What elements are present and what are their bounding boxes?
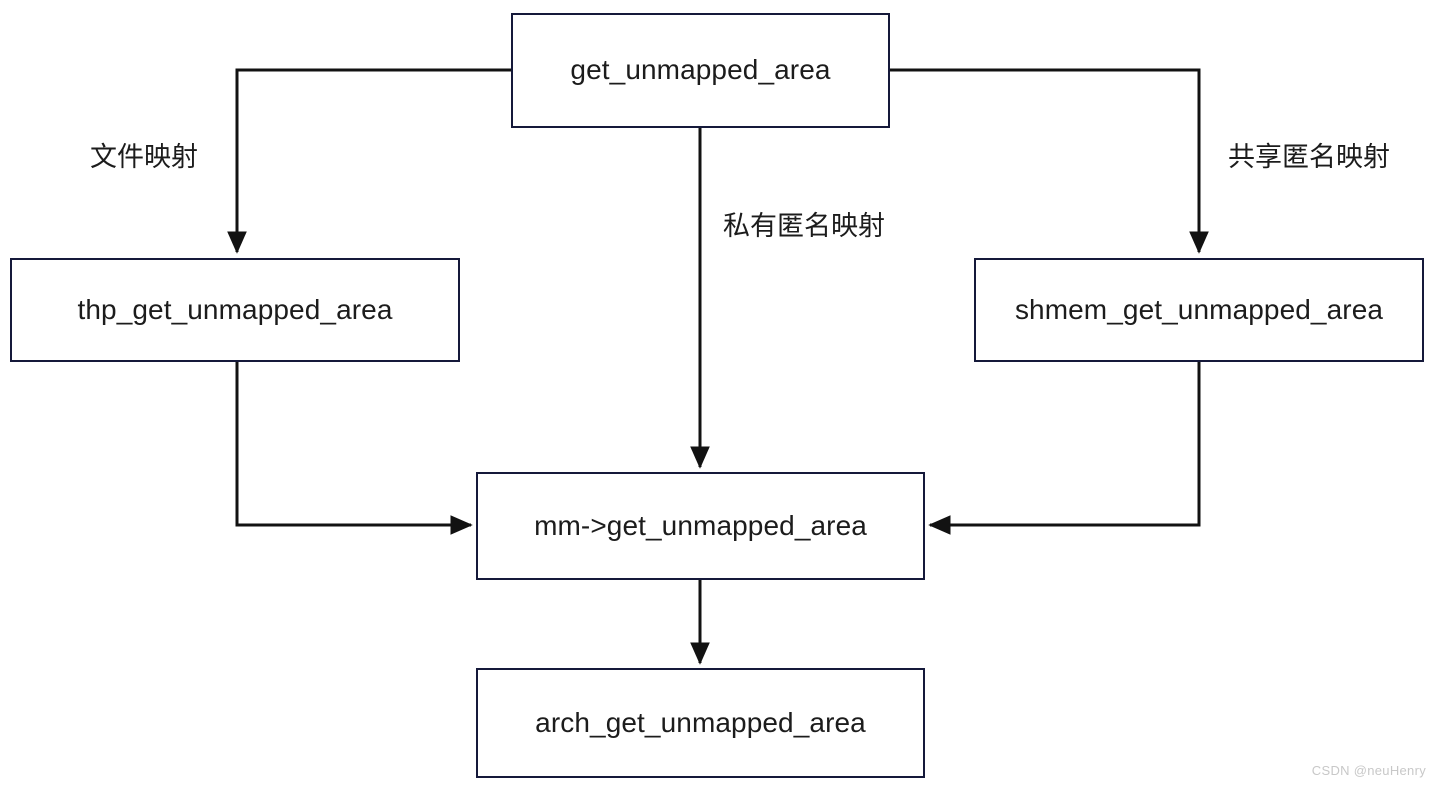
node-shmem-get-unmapped-area[interactable]: shmem_get_unmapped_area xyxy=(974,258,1424,362)
node-label: shmem_get_unmapped_area xyxy=(1014,293,1384,325)
node-label: get_unmapped_area xyxy=(570,54,831,86)
watermark: CSDN @neuHenry xyxy=(1311,763,1426,778)
node-mm-get-unmapped-area[interactable]: mm->get_unmapped_area xyxy=(476,472,925,580)
node-arch-get-unmapped-area[interactable]: arch_get_unmapped_area xyxy=(476,668,925,778)
edge-get-to-shmem xyxy=(890,68,1209,254)
node-get-unmapped-area[interactable]: get_unmapped_area xyxy=(511,13,890,128)
node-thp-get-unmapped-area[interactable]: thp_get_unmapped_area xyxy=(10,258,460,362)
edge-label-private-anon-mapping: 私有匿名映射 xyxy=(723,211,885,241)
edge-get-to-thp xyxy=(227,68,511,254)
edge-label-shared-anon-mapping: 共享匿名映射 xyxy=(1228,142,1390,172)
node-label: mm->get_unmapped_area xyxy=(534,509,867,541)
edge-label-file-mapping: 文件映射 xyxy=(90,142,198,172)
edge-shmem-to-mm xyxy=(928,362,1201,535)
node-label: arch_get_unmapped_area xyxy=(535,706,866,738)
node-label: thp_get_unmapped_area xyxy=(77,293,393,325)
edge-thp-to-mm xyxy=(235,362,473,535)
